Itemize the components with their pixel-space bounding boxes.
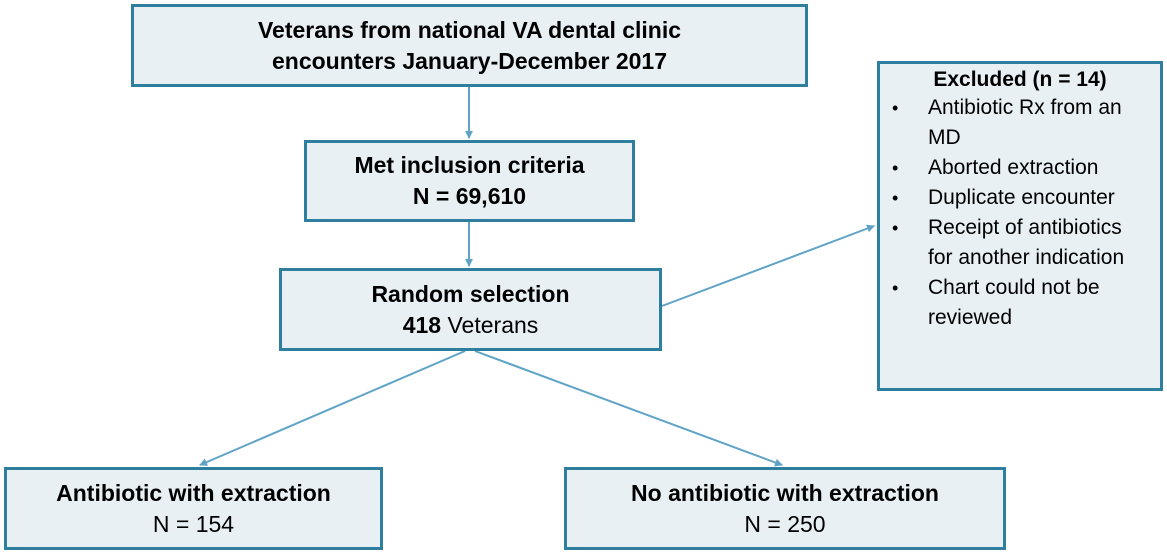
antibiotic-with-extraction-box: Antibiotic with extraction N = 154 xyxy=(4,467,383,550)
excluded-reason: •Aborted extraction xyxy=(880,153,1160,183)
excluded-box: Excluded (n = 14) •Antibiotic Rx from an… xyxy=(877,61,1163,391)
inclusion-criteria-box: Met inclusion criteria N = 69,610 xyxy=(304,140,635,222)
arrow-random-to-antibiotic xyxy=(199,350,466,466)
arrow-random-to-no-antibiotic xyxy=(474,350,783,467)
random-selection-box: Random selection 418 Veterans xyxy=(279,268,662,351)
source-line-1: Veterans from national VA dental clinic xyxy=(257,16,682,43)
source-line-2: encounters January-December 2017 xyxy=(271,47,668,74)
bullet-icon: • xyxy=(892,278,899,298)
arrow-random-to-excluded xyxy=(661,224,875,307)
excluded-reason: •Antibiotic Rx from an MD xyxy=(880,93,1160,153)
bullet-icon: • xyxy=(892,218,899,238)
random-unit: Veterans xyxy=(447,311,539,338)
bullet-icon: • xyxy=(892,158,899,178)
bullet-icon: • xyxy=(892,98,899,118)
random-count: 418 xyxy=(402,311,442,338)
bullet-icon: • xyxy=(892,188,899,208)
excluded-reason: •Duplicate encounter xyxy=(880,183,1160,213)
inclusion-count: N = 69,610 xyxy=(412,183,527,209)
excluded-reason: •Receipt of antibiotics for another indi… xyxy=(880,213,1160,273)
random-title: Random selection xyxy=(371,280,570,307)
inclusion-title: Met inclusion criteria xyxy=(354,152,585,178)
random-count-line: 418 Veterans xyxy=(403,310,539,341)
no-antibiotic-title: No antibiotic with extraction xyxy=(631,479,939,506)
excluded-reasons-list: •Antibiotic Rx from an MD •Aborted extra… xyxy=(880,93,1160,333)
excluded-title: Excluded (n = 14) xyxy=(933,68,1107,91)
no-antibiotic-count: N = 250 xyxy=(744,510,826,537)
antibiotic-count: N = 154 xyxy=(152,510,235,537)
antibiotic-title: Antibiotic with extraction xyxy=(56,479,331,506)
no-antibiotic-with-extraction-box: No antibiotic with extraction N = 250 xyxy=(564,467,1006,550)
excluded-reason: •Chart could not be reviewed xyxy=(880,273,1160,333)
source-population-box: Veterans from national VA dental clinic … xyxy=(131,4,808,87)
